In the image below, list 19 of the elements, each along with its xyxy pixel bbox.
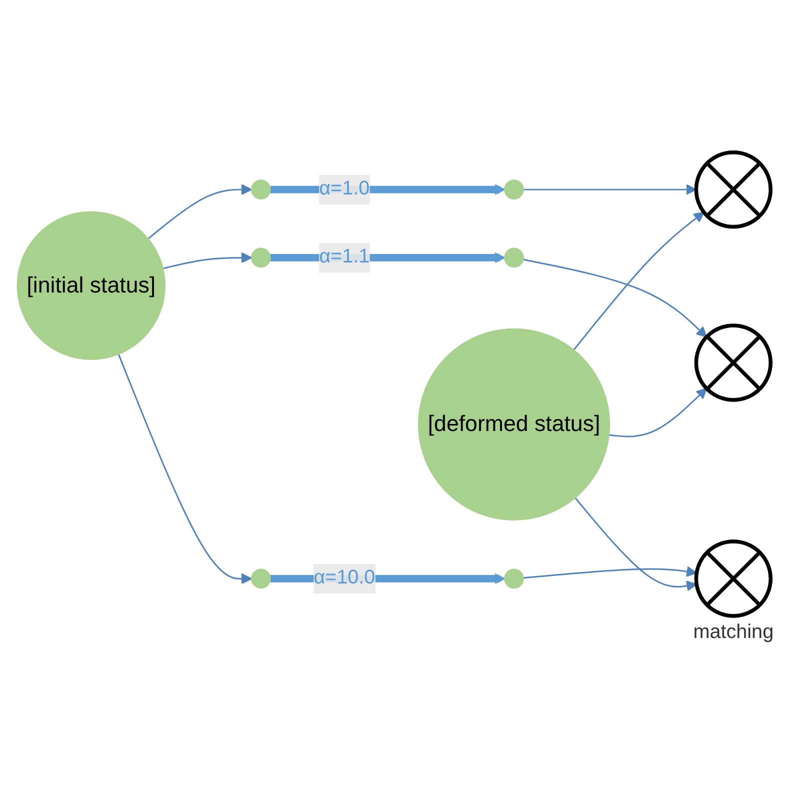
node-circle [251,248,271,268]
node-circle: [deformed status] [418,328,610,521]
node-ellipse [504,569,524,589]
arrow [608,388,708,438]
node-caption: matching [693,621,774,644]
node-circle: [initial status] [16,211,166,360]
arrow [148,184,252,240]
arrow [573,212,704,351]
node-circle [251,569,271,589]
edge-label: α=1.1 [319,246,370,268]
arrow [522,259,708,338]
edge-label: α=1.0 [319,178,370,200]
node-circle [251,180,271,200]
arrow [574,498,698,592]
arrow [162,252,252,270]
node-ellipse [504,180,524,200]
edge-label: α=10.0 [314,568,376,589]
node-ellipse [504,248,524,268]
arrow [118,354,252,584]
